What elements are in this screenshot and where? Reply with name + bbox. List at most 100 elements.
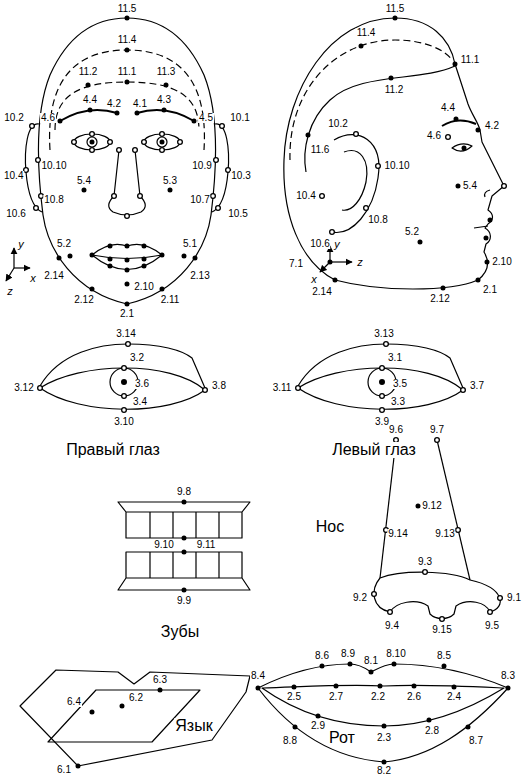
hair-line bbox=[50, 50, 205, 150]
callout-number: 10.2 bbox=[3, 113, 24, 123]
callout-number: 3.8 bbox=[211, 381, 227, 391]
callout-number: 2.10 bbox=[133, 282, 154, 292]
axis bbox=[330, 261, 352, 262]
callout-number: 9.2 bbox=[352, 593, 368, 603]
axis-label: x bbox=[310, 274, 318, 285]
teeth bbox=[118, 552, 250, 590]
callout-number: 3.12 bbox=[13, 383, 34, 393]
callout-number: 3.2 bbox=[129, 353, 145, 363]
ear bbox=[342, 151, 367, 211]
callout-number: 10.8 bbox=[367, 215, 388, 225]
callout-number: 9.8 bbox=[176, 487, 192, 497]
axis bbox=[14, 267, 30, 268]
teeth bbox=[118, 502, 250, 538]
callout-number: 11.1 bbox=[460, 55, 481, 65]
callout-number: 10.10 bbox=[40, 161, 67, 171]
callout-number: 9.3 bbox=[417, 557, 433, 567]
callout-number: 10.7 bbox=[189, 195, 210, 205]
callout-number: 10.4 bbox=[3, 171, 24, 181]
callout-number: 10.8 bbox=[43, 195, 64, 205]
feature-point-hollow bbox=[26, 126, 504, 619]
eye-contour bbox=[298, 368, 463, 390]
tongue bbox=[48, 690, 200, 742]
callout-number: 11.5 bbox=[385, 4, 406, 14]
axis-label: y bbox=[333, 239, 341, 250]
callout-number: 3.7 bbox=[469, 381, 485, 391]
eye-contour bbox=[40, 388, 205, 409]
lips-inner bbox=[262, 685, 504, 726]
callout-number: 8.5 bbox=[436, 651, 452, 661]
callout-number: 5.4 bbox=[76, 176, 92, 186]
callout-number: 9.13 bbox=[434, 529, 455, 539]
callout-number: 5.4 bbox=[462, 181, 478, 191]
nose-line bbox=[380, 440, 396, 578]
callout-number: 9.15 bbox=[431, 625, 452, 635]
callout-number: 2.2 bbox=[370, 692, 386, 702]
callout-number: 2.1 bbox=[482, 285, 498, 295]
axis-label: z bbox=[6, 286, 14, 297]
callout-number: 4.2 bbox=[484, 121, 500, 131]
callout-number: 11.4 bbox=[356, 28, 377, 38]
callout-number: 4.4 bbox=[440, 103, 456, 113]
callout-number: 3.5 bbox=[392, 379, 408, 389]
callout-number: 6.3 bbox=[152, 675, 168, 685]
callout-number: 10.5 bbox=[227, 209, 248, 219]
callout-number: 5.2 bbox=[404, 227, 420, 237]
callout-number: 11.3 bbox=[156, 67, 177, 77]
callout-number: 2.13 bbox=[189, 271, 210, 281]
callout-number: 4.3 bbox=[156, 95, 172, 105]
callout-number: 10.4 bbox=[295, 191, 316, 201]
callout-number: 2.5 bbox=[286, 692, 302, 702]
callout-number: 9.6 bbox=[388, 425, 404, 435]
mouth-opening bbox=[20, 670, 250, 766]
axis-label: z bbox=[356, 257, 364, 268]
hair-line bbox=[55, 82, 199, 130]
caption: Зубы bbox=[160, 624, 201, 640]
callout-number: 2.8 bbox=[424, 726, 440, 736]
callout-number: 2.7 bbox=[328, 692, 344, 702]
callout-number: 3.1 bbox=[387, 353, 403, 363]
callout-number: 4.6 bbox=[426, 131, 442, 141]
axis bbox=[6, 268, 14, 281]
callout-number: 5.3 bbox=[162, 176, 178, 186]
callout-number: 8.3 bbox=[500, 671, 516, 681]
callout-number: 9.10 bbox=[153, 540, 174, 550]
axis bbox=[13, 248, 14, 268]
callout-number: 3.11 bbox=[272, 383, 293, 393]
callout-number: 4.4 bbox=[82, 95, 98, 105]
callout-number: 4.6 bbox=[40, 113, 56, 123]
eyebrow bbox=[442, 120, 476, 126]
callout-number: 11.4 bbox=[117, 35, 138, 45]
callout-number: 2.14 bbox=[43, 271, 64, 281]
callout-number: 3.13 bbox=[373, 329, 394, 339]
callout-number: 2.14 bbox=[311, 287, 332, 297]
callout-number: 6.2 bbox=[128, 693, 144, 703]
callout-number: 2.9 bbox=[310, 721, 326, 731]
callout-number: 8.2 bbox=[376, 766, 392, 776]
hair-line bbox=[305, 66, 455, 172]
caption: Язык bbox=[174, 718, 213, 734]
axis-label: x bbox=[29, 273, 37, 284]
callout-number: 9.1 bbox=[506, 593, 522, 603]
callout-number: 11.6 bbox=[310, 145, 331, 155]
callout-number: 3.3 bbox=[390, 397, 406, 407]
callout-number: 4.1 bbox=[132, 99, 148, 109]
callout-number: 8.10 bbox=[385, 649, 406, 659]
callout-number: 9.11 bbox=[196, 540, 217, 550]
callout-number: 8.7 bbox=[468, 736, 484, 746]
callout-number: 9.14 bbox=[387, 529, 408, 539]
callout-number: 8.9 bbox=[340, 649, 356, 659]
callout-number: 2.4 bbox=[446, 692, 462, 702]
callout-number: 2.10 bbox=[491, 257, 512, 267]
callout-number: 2.3 bbox=[376, 733, 392, 743]
callout-number: 3.14 bbox=[115, 329, 136, 339]
callout-number: 9.9 bbox=[176, 596, 192, 606]
callout-number: 5.2 bbox=[56, 239, 72, 249]
callout-number: 5.1 bbox=[182, 239, 198, 249]
callout-number: 8.6 bbox=[314, 651, 330, 661]
callout-number: 2.11 bbox=[160, 295, 181, 305]
callout-number: 9.7 bbox=[429, 425, 445, 435]
feature-point-ring bbox=[26, 126, 504, 619]
